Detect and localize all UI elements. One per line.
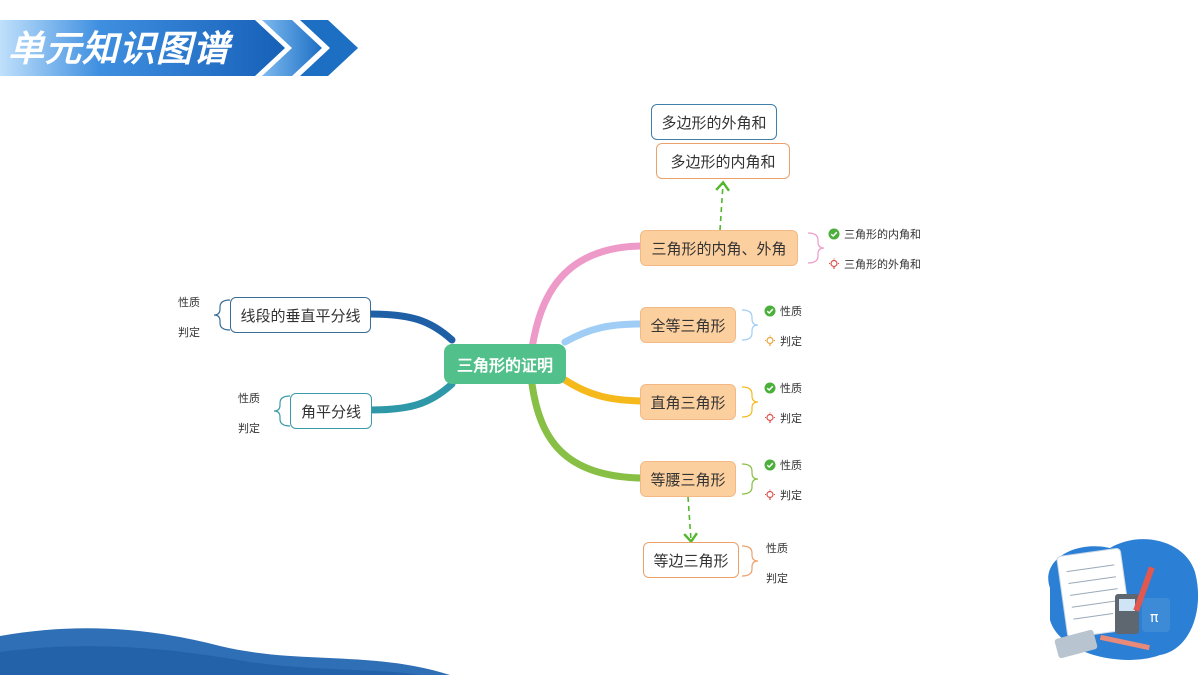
arrow-to-equilateral xyxy=(683,496,698,544)
sub-item[interactable]: 性质 xyxy=(764,303,802,319)
check-circle-icon xyxy=(764,305,776,317)
sub-item-label: 判定 xyxy=(780,489,802,502)
node-interior-exterior-angles[interactable]: 三角形的内角、外角 xyxy=(640,230,798,266)
sub-item[interactable]: 性质 xyxy=(238,390,260,406)
sub-item-label: 性质 xyxy=(766,542,788,555)
sub-item-label: 判定 xyxy=(766,572,788,585)
header-banner xyxy=(0,20,358,76)
sub-item[interactable]: 性质 xyxy=(764,457,802,473)
page-title: 单元知识图谱 xyxy=(8,29,231,70)
left-brackets xyxy=(213,299,291,427)
sub-item-label: 性质 xyxy=(238,392,260,405)
sub-item[interactable]: 三角形的外角和 xyxy=(828,256,921,272)
branch-navy xyxy=(366,310,456,344)
sub-item[interactable]: 判定 xyxy=(766,570,788,586)
sub-item-label: 三角形的内角和 xyxy=(844,228,921,241)
right-brackets xyxy=(741,232,825,577)
node-equilateral-triangle[interactable]: 等边三角形 xyxy=(643,542,739,578)
sub-item-label: 三角形的外角和 xyxy=(844,258,921,271)
sub-item-label: 判定 xyxy=(238,422,260,435)
lightbulb-icon xyxy=(765,412,775,423)
lightbulb-icon xyxy=(765,489,775,500)
lightbulb-icon xyxy=(765,335,775,346)
chevron-1 xyxy=(262,20,322,76)
svg-text:π: π xyxy=(1150,610,1159,626)
check-circle-icon xyxy=(764,459,776,471)
sub-item[interactable]: 性质 xyxy=(764,380,802,396)
sub-item-label: 判定 xyxy=(780,412,802,425)
branch-yellow xyxy=(561,376,644,405)
node-right-triangle[interactable]: 直角三角形 xyxy=(640,384,736,420)
branch-pink xyxy=(528,242,644,352)
sub-item-label: 判定 xyxy=(780,335,802,348)
sub-item[interactable]: 判定 xyxy=(764,333,802,349)
sub-item-label: 判定 xyxy=(178,326,200,339)
sub-item-label: 性质 xyxy=(178,296,200,309)
sub-item[interactable]: 判定 xyxy=(238,420,260,436)
check-circle-icon xyxy=(828,228,840,240)
sub-item[interactable]: 判定 xyxy=(764,410,802,426)
node-perpendicular-bisector[interactable]: 线段的垂直平分线 xyxy=(230,297,371,333)
sub-item[interactable]: 性质 xyxy=(178,294,200,310)
lightbulb-icon xyxy=(829,258,839,269)
sub-item[interactable]: 性质 xyxy=(766,540,788,556)
branch-green xyxy=(528,380,644,482)
node-polygon-interior-sum[interactable]: 多边形的内角和 xyxy=(656,143,790,179)
node-isosceles-triangle[interactable]: 等腰三角形 xyxy=(640,461,736,497)
math-stationery-illustration: π xyxy=(1048,539,1199,660)
branch-lightblue xyxy=(561,320,644,346)
check-circle-icon xyxy=(764,382,776,394)
chevron-2 xyxy=(300,20,358,76)
sub-item-label: 性质 xyxy=(780,459,802,472)
node-polygon-exterior-sum[interactable]: 多边形的外角和 xyxy=(651,104,777,140)
sub-item-label: 性质 xyxy=(780,382,802,395)
sub-item[interactable]: 判定 xyxy=(764,487,802,503)
sub-item-label: 性质 xyxy=(780,305,802,318)
node-angle-bisector[interactable]: 角平分线 xyxy=(290,393,372,429)
node-congruent-triangles[interactable]: 全等三角形 xyxy=(640,307,736,343)
branch-teal xyxy=(366,380,456,414)
arrow-to-polygon xyxy=(715,180,730,231)
central-node[interactable]: 三角形的证明 xyxy=(444,344,566,384)
sub-item[interactable]: 判定 xyxy=(178,324,200,340)
sub-item[interactable]: 三角形的内角和 xyxy=(828,226,921,242)
